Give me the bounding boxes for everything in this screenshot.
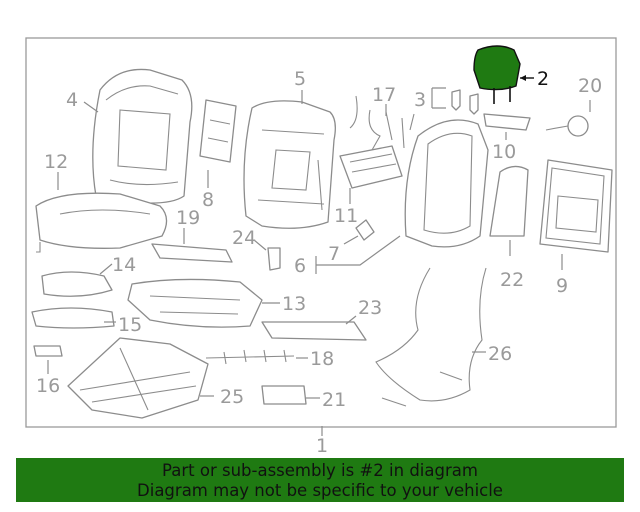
seat-pan xyxy=(261,315,367,341)
seat-adjuster xyxy=(67,337,214,419)
callout-19: 19 xyxy=(176,207,200,229)
callout-2: 2 xyxy=(537,68,549,90)
callout-24: 24 xyxy=(232,227,256,249)
callout-3: 3 xyxy=(414,89,426,111)
clip xyxy=(253,239,281,271)
back-pad xyxy=(199,99,237,188)
wire-springs xyxy=(349,95,415,151)
callout-10: 10 xyxy=(492,141,516,163)
callout-8: 8 xyxy=(202,189,214,211)
callout-22: 22 xyxy=(500,269,524,291)
callout-16: 16 xyxy=(36,375,60,397)
wiring-harness xyxy=(375,267,487,407)
callout-18: 18 xyxy=(310,348,334,370)
banner-line-2: Diagram may not be specific to your vehi… xyxy=(137,481,503,500)
callout-5: 5 xyxy=(294,68,306,90)
plate xyxy=(151,228,233,263)
seat-back-cover xyxy=(83,68,193,204)
callout-12: 12 xyxy=(44,151,68,173)
handle xyxy=(33,345,63,374)
callout-11: 11 xyxy=(334,205,358,227)
trim xyxy=(31,307,116,329)
callout-26: 26 xyxy=(488,343,512,365)
callout-25: 25 xyxy=(220,386,244,408)
callout-13: 13 xyxy=(282,293,306,315)
bracket xyxy=(483,113,531,140)
callout-6: 6 xyxy=(294,255,306,277)
banner-line-1: Part or sub-assembly is #2 in diagram xyxy=(162,461,478,480)
lumbar-assembly xyxy=(339,145,403,204)
callout-20: 20 xyxy=(578,75,602,97)
harness-small xyxy=(205,349,308,365)
seat-back-frame xyxy=(243,90,336,229)
rear-panel xyxy=(539,159,613,270)
cushion-pad xyxy=(127,278,280,328)
callout-14: 14 xyxy=(112,254,136,276)
adjust-knob xyxy=(343,219,375,245)
headrest-guides xyxy=(431,87,479,115)
seat-back-frame-metal xyxy=(315,119,489,274)
callout-23: 23 xyxy=(358,297,382,319)
callout-15: 15 xyxy=(118,314,142,336)
callout-7: 7 xyxy=(328,243,340,265)
cushion-cover xyxy=(35,172,168,253)
callout-9: 9 xyxy=(556,275,568,297)
callout-4: 4 xyxy=(66,89,78,111)
callout-17: 17 xyxy=(372,84,396,106)
back-panel xyxy=(489,165,529,256)
headrest-part-2 xyxy=(473,45,534,104)
side-shield xyxy=(41,263,113,297)
motor xyxy=(545,100,591,137)
callout-21: 21 xyxy=(322,389,346,411)
info-banner: Part or sub-assembly is #2 in diagram Di… xyxy=(16,458,624,502)
small-bracket xyxy=(261,385,320,405)
callout-1: 1 xyxy=(316,435,328,457)
